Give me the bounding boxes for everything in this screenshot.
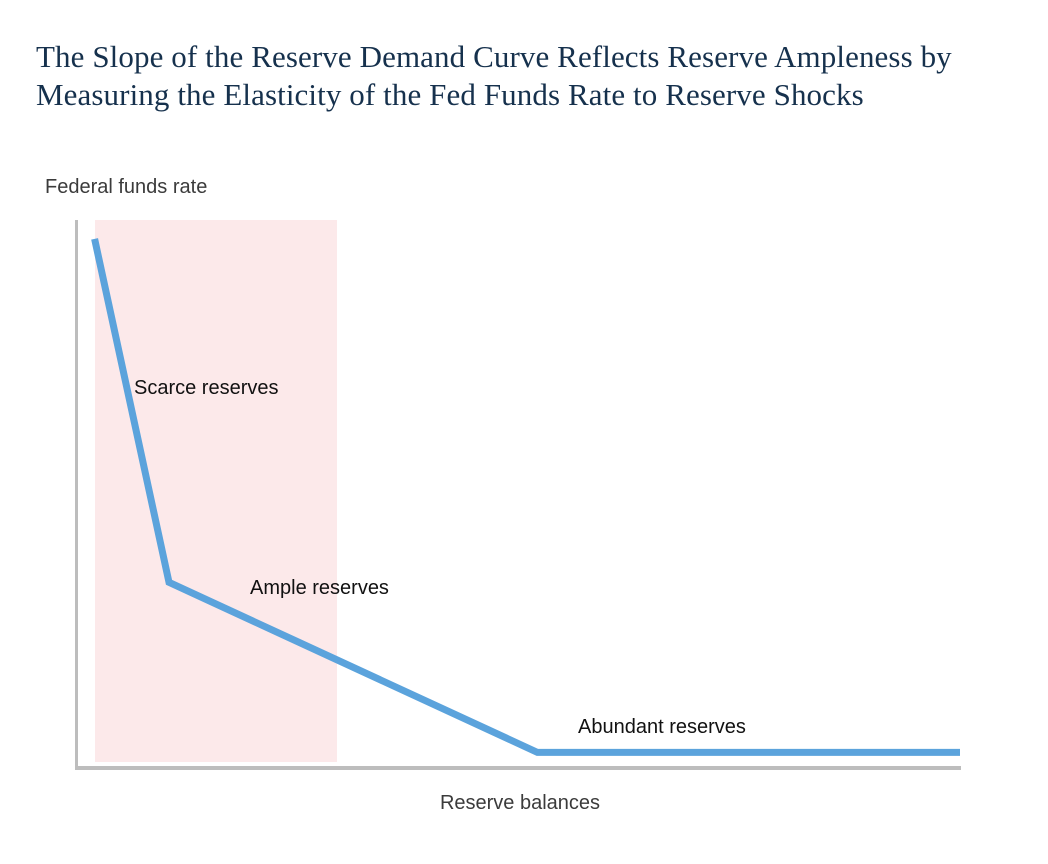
annotation-abundant-reserves: Abundant reserves (578, 716, 746, 738)
x-axis-line (75, 766, 961, 770)
y-axis-line (75, 220, 78, 769)
annotation-scarce-reserves: Scarce reserves (134, 377, 279, 399)
scarce-reserves-shaded-band (94, 220, 337, 762)
annotation-ample-reserves: Ample reserves (250, 577, 389, 599)
page-title: The Slope of the Reserve Demand Curve Re… (36, 39, 952, 112)
demand-curve-line (91, 238, 960, 756)
y-axis-label: Federal funds rate (45, 176, 208, 198)
x-axis-label: Reserve balances (439, 792, 601, 814)
